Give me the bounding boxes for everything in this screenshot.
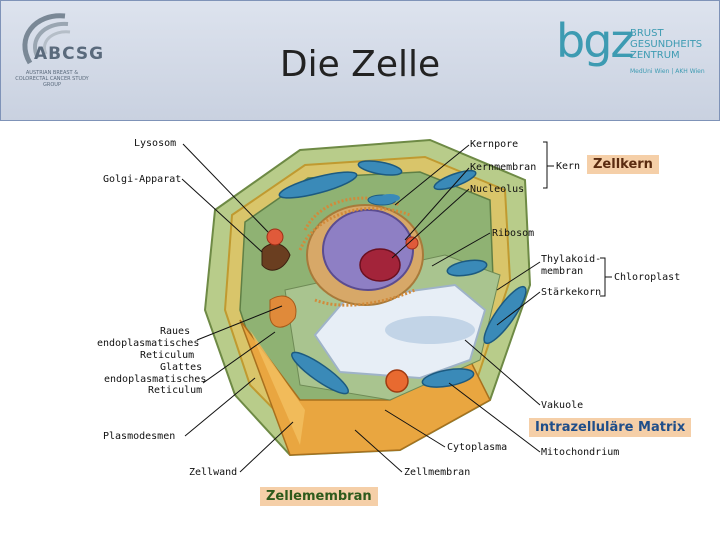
label-raues-1: Raues — [160, 326, 190, 337]
label-plasmodesmen: Plasmodesmen — [103, 431, 175, 442]
label-glattes-3: Reticulum — [148, 385, 202, 396]
label-zellmembran: Zellmembran — [404, 467, 470, 478]
label-chloroplast: Chloroplast — [614, 272, 680, 283]
label-ribosom: Ribosom — [492, 228, 534, 239]
label-zellwand: Zellwand — [189, 467, 237, 478]
bgz-line3: ZENTRUM — [630, 50, 680, 61]
label-raues-2: endoplasmatisches — [97, 338, 199, 349]
bgz-logo-words: BRUST GESUNDHEITS ZENTRUM — [630, 28, 702, 61]
label-kernpore: Kernpore — [470, 139, 518, 150]
callout-intrazellulaere-matrix: Intrazelluläre Matrix — [529, 418, 692, 437]
abcsg-logo — [22, 13, 71, 65]
plant-cell-diagram: Lysosom Golgi-Apparat Raues endoplasmati… — [97, 138, 680, 478]
label-thylakoid-2: membran — [541, 266, 583, 277]
page-title: Die Zelle — [279, 44, 441, 85]
callout-zellkern: Zellkern — [587, 155, 659, 174]
bgz-logo-text: bgz — [556, 14, 635, 68]
callout-zellemembran: Zellemembran — [260, 487, 378, 506]
label-cytoplasma: Cytoplasma — [447, 442, 507, 453]
label-nucleolus: Nucleolus — [470, 184, 524, 195]
label-mitochondrium: Mitochondrium — [541, 447, 619, 458]
abcsg-logo-text: ABCSG — [34, 44, 105, 64]
bgz-logo-subtitle: MedUni Wien | AKH Wien — [630, 68, 705, 75]
label-thylakoid-1: Thylakoid- — [541, 254, 601, 265]
label-glattes-2: endoplasmatisches — [104, 374, 206, 385]
label-vakuole: Vakuole — [541, 400, 583, 411]
abcsg-logo-subtitle: AUSTRIAN BREAST & COLORECTAL CANCER STUD… — [15, 70, 89, 88]
label-kern: Kern — [556, 161, 580, 172]
label-staerkekorn: Stärkekorn — [541, 287, 601, 298]
label-lysosom: Lysosom — [134, 138, 176, 149]
leader-lines — [181, 141, 612, 473]
cell-illustration — [203, 138, 532, 457]
label-golgi-apparat: Golgi-Apparat — [103, 174, 181, 185]
label-raues-3: Reticulum — [140, 350, 194, 361]
label-glattes-1: Glattes — [160, 362, 202, 373]
bgz-line2: GESUNDHEITS — [630, 39, 703, 50]
slide-header — [0, 0, 720, 121]
label-kernmembran: Kernmembran — [470, 162, 536, 173]
bgz-line1: BRUST — [630, 28, 664, 39]
